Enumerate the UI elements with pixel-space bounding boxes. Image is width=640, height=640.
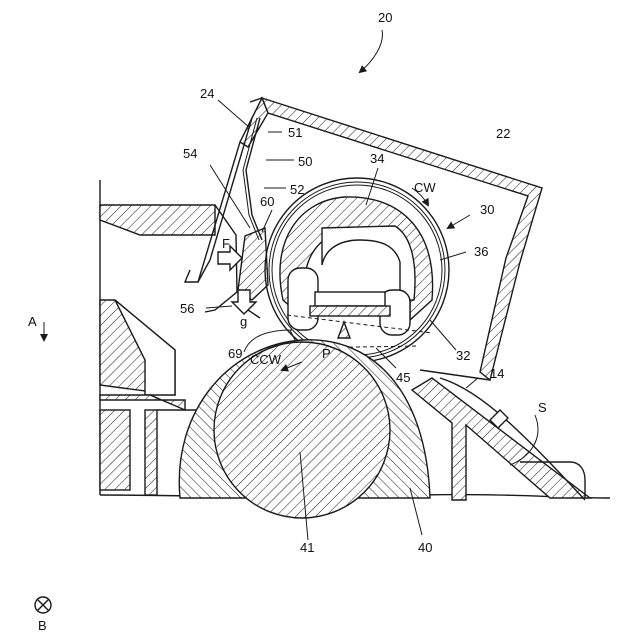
label-69: 69: [228, 346, 242, 361]
label-51: 51: [288, 125, 302, 140]
label-32: 32: [456, 348, 470, 363]
label-b: B: [38, 618, 47, 633]
label-56: 56: [180, 301, 194, 316]
label-41: 41: [300, 540, 314, 555]
label-f: F: [222, 236, 230, 251]
label-a: A: [28, 314, 37, 329]
label-22: 22: [496, 126, 510, 141]
label-30: 30: [480, 202, 494, 217]
label-36: 36: [474, 244, 488, 259]
axis-b-symbol: [35, 597, 51, 613]
label-34: 34: [370, 151, 384, 166]
label-s: S: [538, 400, 547, 415]
label-54: 54: [183, 146, 197, 161]
rotor-30: [265, 178, 449, 362]
label-cw: CW: [414, 180, 436, 195]
label-20: 20: [378, 10, 392, 25]
label-ccw: CCW: [250, 352, 282, 367]
label-45: 45: [396, 370, 410, 385]
label-50: 50: [298, 154, 312, 169]
label-52: 52: [290, 182, 304, 197]
label-g: g: [240, 314, 247, 329]
label-24: 24: [200, 86, 214, 101]
label-60: 60: [260, 194, 274, 209]
roller-40: [179, 340, 430, 518]
label-40: 40: [418, 540, 432, 555]
label-p: P: [322, 346, 331, 361]
guide-14: [412, 378, 590, 500]
label-14: 14: [490, 366, 504, 381]
